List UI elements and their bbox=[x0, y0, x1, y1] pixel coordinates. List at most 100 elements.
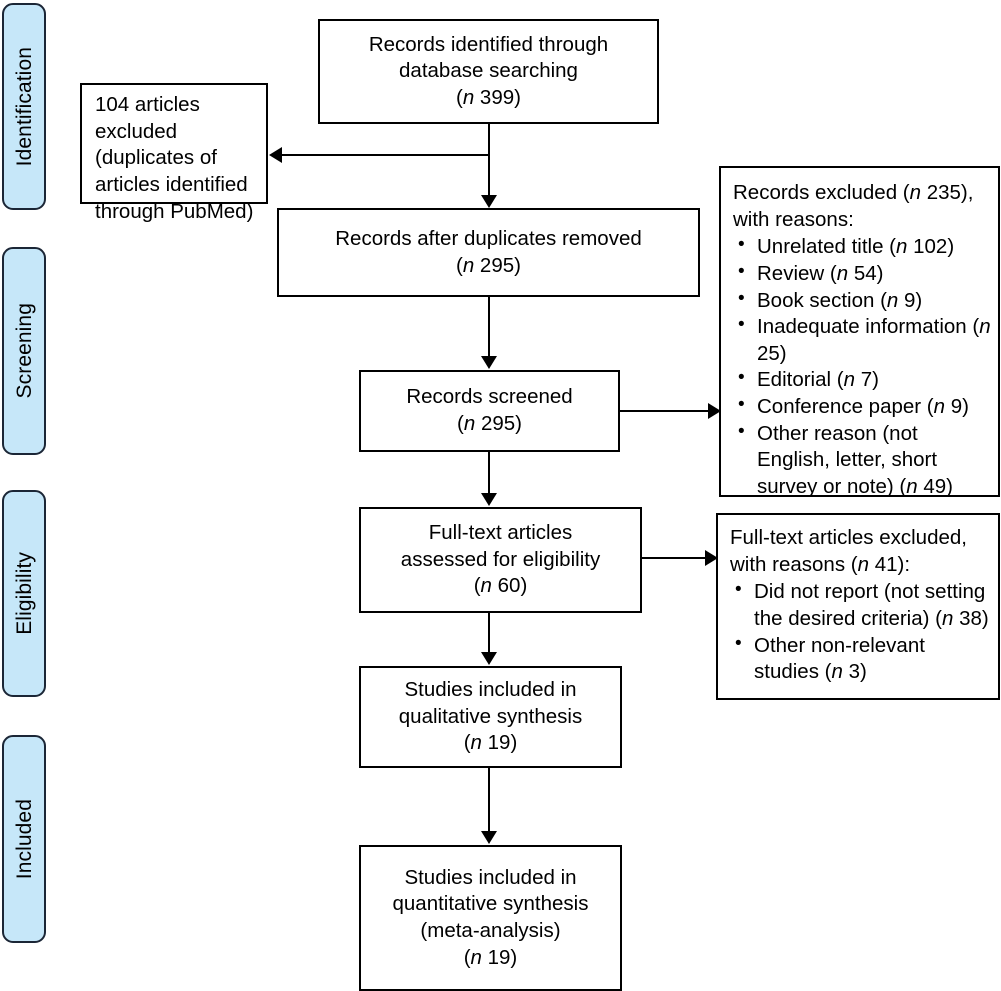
reason-n-symbol: n bbox=[906, 475, 918, 499]
connector-fulltext-to-qualitative bbox=[488, 613, 491, 654]
qualitative-synthesis-line2: qualitative synthesis bbox=[398, 704, 583, 728]
quantitative-synthesis-count: (n 19) bbox=[463, 945, 518, 969]
reason-n-symbol: n bbox=[941, 606, 954, 630]
box-records-identified: Records identified through database sear… bbox=[318, 19, 659, 124]
records-excluded-header-part2: 235), bbox=[921, 181, 974, 204]
phase-tab-eligibility: Eligibility bbox=[2, 490, 46, 697]
arrowhead-after-duplicates-to-screened bbox=[481, 356, 497, 369]
list-item: Other non-relevant studies (n 3) bbox=[730, 632, 992, 686]
list-item: Editorial (n 7) bbox=[733, 366, 992, 394]
qualitative-synthesis-count: (n 19) bbox=[463, 731, 518, 755]
records-identified-n-value: 399) bbox=[474, 85, 521, 109]
quantitative-synthesis-line3: (meta-analysis) bbox=[420, 919, 561, 942]
reason-text: Other non-relevant studies ( bbox=[754, 633, 925, 684]
phase-tab-eligibility-label: Eligibility bbox=[12, 552, 36, 635]
arrowhead-fulltext-to-fulltext-excluded bbox=[705, 550, 718, 566]
box-fulltext-excluded: Full-text articles excluded, with reason… bbox=[716, 513, 1000, 700]
box-records-screened: Records screened (n 295) bbox=[359, 370, 620, 452]
duplicates-excluded-line2: excluded bbox=[95, 119, 178, 143]
records-after-duplicates-count: (n 295) bbox=[456, 253, 521, 277]
reason-text: Unrelated title ( bbox=[757, 235, 897, 259]
arrowhead-qualitative-to-quantitative bbox=[481, 831, 497, 844]
arrowhead-fulltext-to-qualitative bbox=[481, 652, 497, 665]
fulltext-excluded-header-line1: Full-text articles excluded, bbox=[730, 526, 967, 549]
records-identified-count: (n 399) bbox=[456, 85, 521, 109]
phase-tab-identification-label: Identification bbox=[12, 46, 36, 167]
list-item: Conference paper (n 9) bbox=[733, 393, 992, 421]
quantitative-synthesis-line1: Studies included in bbox=[404, 865, 577, 889]
reason-n-symbol: n bbox=[979, 315, 991, 339]
fulltext-assessed-line2: assessed for eligibility bbox=[400, 547, 601, 571]
phase-tab-included-label: Included bbox=[12, 798, 36, 880]
arrowhead-identified-to-after-duplicates bbox=[481, 195, 497, 208]
qualitative-synthesis-line1: Studies included in bbox=[404, 678, 577, 702]
phase-tab-screening-label: Screening bbox=[12, 303, 36, 399]
reason-n-value: 49) bbox=[917, 475, 953, 499]
fulltext-excluded-header-after: 41): bbox=[869, 552, 911, 576]
quantitative-synthesis-line2: quantitative synthesis bbox=[392, 892, 589, 916]
box-records-excluded: Records excluded (n 235), with reasons: … bbox=[719, 166, 1000, 498]
reason-text: Conference paper ( bbox=[757, 395, 934, 419]
connector-qualitative-to-quantitative bbox=[488, 768, 491, 833]
list-item: Unrelated title (n 102) bbox=[733, 233, 992, 261]
reason-text: Review ( bbox=[757, 261, 837, 285]
records-excluded-header: Records excluded (n 235), bbox=[733, 180, 992, 207]
phase-tab-included: Included bbox=[2, 735, 46, 943]
reason-n-value: 9) bbox=[898, 288, 923, 312]
records-identified-line1: Records identified through bbox=[368, 32, 609, 56]
records-identified-n-symbol: n bbox=[462, 85, 475, 109]
duplicates-excluded-line1: 104 articles bbox=[95, 93, 200, 116]
records-excluded-header-n: n bbox=[909, 181, 922, 204]
fulltext-excluded-header-before: with reasons ( bbox=[730, 552, 858, 576]
fulltext-assessed-n-symbol: n bbox=[480, 574, 492, 598]
quantitative-synthesis-n-symbol: n bbox=[470, 945, 482, 969]
records-screened-n-value: 295) bbox=[475, 412, 522, 435]
reason-n-value: 3) bbox=[842, 660, 867, 684]
quantitative-synthesis-n-value: 19) bbox=[481, 945, 518, 969]
reason-n-value: 7) bbox=[855, 368, 879, 392]
list-item: Other reason (not English, letter, short… bbox=[733, 420, 992, 501]
list-item: Book section (n 9) bbox=[733, 287, 992, 315]
qualitative-synthesis-n-value: 19) bbox=[481, 731, 518, 755]
reason-text: Book section ( bbox=[757, 288, 887, 312]
box-records-after-duplicates: Records after duplicates removed (n 295) bbox=[277, 208, 700, 297]
reason-n-value: 9) bbox=[945, 395, 969, 419]
records-after-duplicates-n-symbol: n bbox=[462, 253, 475, 277]
connector-identified-to-after-duplicates bbox=[488, 124, 491, 198]
duplicates-excluded-line3: (duplicates of bbox=[95, 146, 217, 170]
records-after-duplicates-line1: Records after duplicates removed bbox=[335, 226, 642, 250]
connector-to-duplicates-excluded bbox=[281, 154, 490, 157]
phase-tab-screening: Screening bbox=[2, 247, 46, 455]
fulltext-excluded-header-line2: with reasons (n 41): bbox=[730, 552, 992, 579]
reason-n-value: 38) bbox=[953, 606, 989, 630]
arrowhead-to-duplicates-excluded bbox=[269, 147, 282, 163]
reason-text: Editorial ( bbox=[757, 368, 844, 392]
records-screened-n-symbol: n bbox=[463, 412, 476, 435]
fulltext-excluded-header-n: n bbox=[857, 552, 870, 576]
records-excluded-header-part1: Records excluded ( bbox=[733, 181, 910, 204]
phase-tab-identification: Identification bbox=[2, 3, 46, 210]
duplicates-excluded-line4: articles identified bbox=[95, 172, 248, 196]
list-item: Inadequate information (n 25) bbox=[733, 313, 992, 367]
reason-n-symbol: n bbox=[843, 368, 855, 392]
reason-n-symbol: n bbox=[831, 660, 843, 684]
list-item: Did not report (not setting the desired … bbox=[730, 578, 992, 632]
reason-text: Other reason (not English, letter, short… bbox=[757, 421, 938, 499]
box-qualitative-synthesis: Studies included in qualitative synthesi… bbox=[359, 666, 622, 768]
box-fulltext-assessed: Full-text articles assessed for eligibil… bbox=[359, 507, 642, 613]
qualitative-synthesis-n-symbol: n bbox=[470, 731, 482, 755]
reason-text: Inadequate information ( bbox=[757, 315, 980, 339]
connector-after-duplicates-to-screened bbox=[488, 297, 491, 357]
fulltext-assessed-n-value: 60) bbox=[491, 574, 528, 598]
box-duplicates-excluded: 104 articles excluded (duplicates of art… bbox=[80, 83, 268, 223]
fulltext-excluded-reason-list: Did not report (not setting the desired … bbox=[730, 578, 992, 686]
connector-screened-to-fulltext bbox=[488, 452, 491, 494]
reason-n-symbol: n bbox=[896, 235, 908, 259]
reason-n-symbol: n bbox=[933, 395, 946, 419]
records-screened-count: (n 295) bbox=[457, 412, 522, 435]
reason-n-symbol: n bbox=[886, 288, 899, 312]
records-identified-line2: database searching bbox=[399, 59, 578, 83]
list-item: Review (n 54) bbox=[733, 260, 992, 288]
records-excluded-header-line2: with reasons: bbox=[733, 207, 854, 231]
